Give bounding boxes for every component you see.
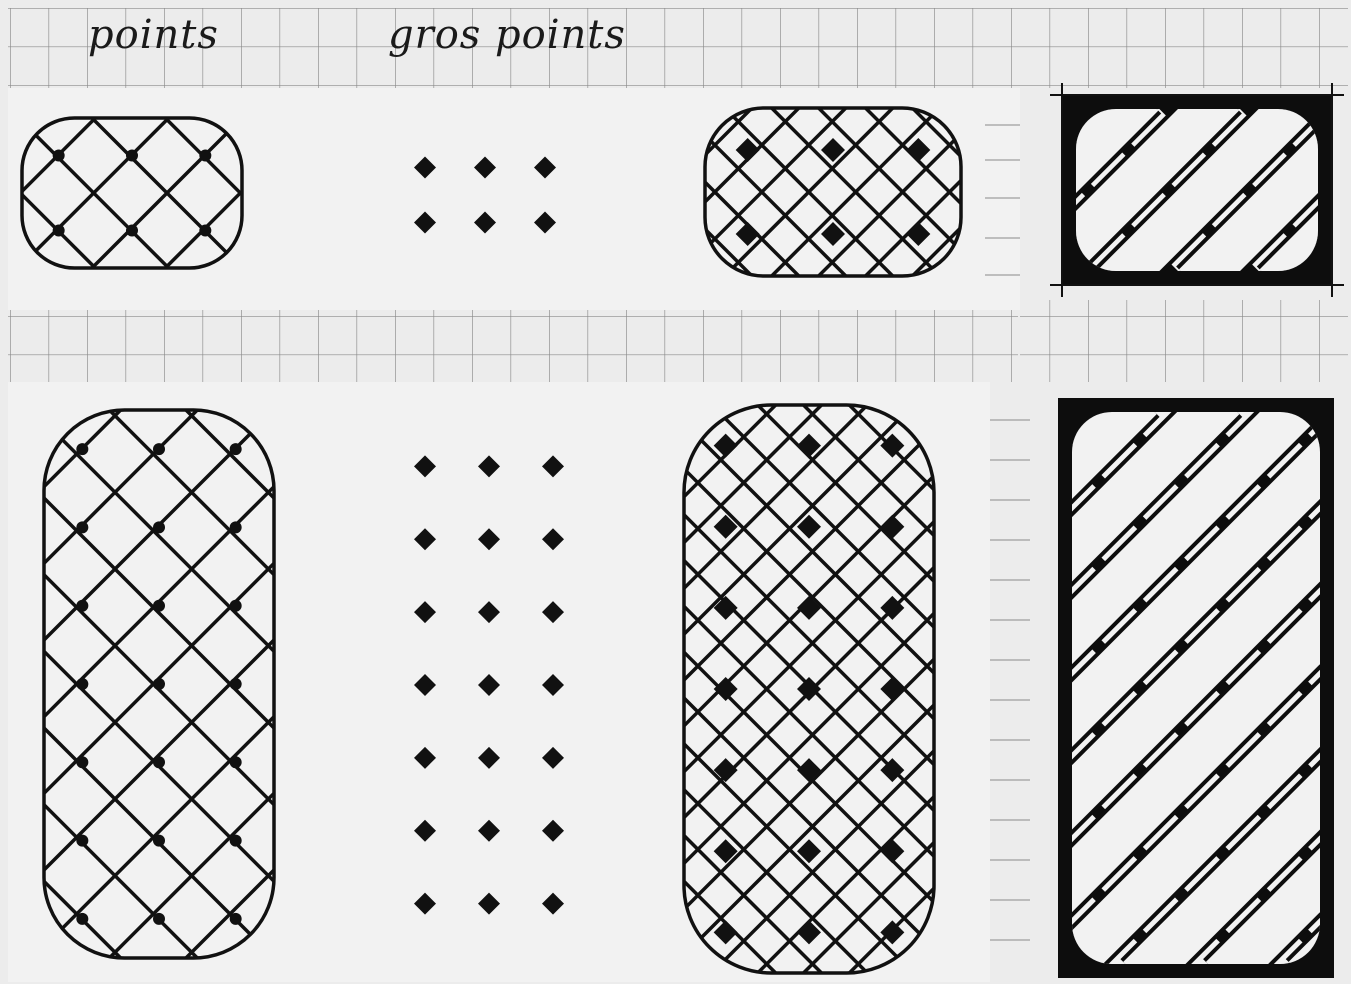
label-gros-points: gros points [388,12,626,58]
dot [126,150,138,162]
dot [76,913,88,925]
dot [153,756,165,768]
dot [153,913,165,925]
dot [76,835,88,847]
dot [153,443,165,455]
dot [230,913,242,925]
dot [199,225,211,237]
dot [153,678,165,690]
dot [199,150,211,162]
dot [76,756,88,768]
dot [53,150,65,162]
label-points: points [88,12,219,58]
dot [153,835,165,847]
dot [153,521,165,533]
dot [76,521,88,533]
dot [126,225,138,237]
dot [76,600,88,612]
dot [230,678,242,690]
dot [76,443,88,455]
dot [53,225,65,237]
dot [230,835,242,847]
dot [230,443,242,455]
dot [230,521,242,533]
grid-strip-right [1020,300,1348,382]
dot [230,756,242,768]
grid-strip-middle [8,310,1018,382]
dot [153,600,165,612]
dot [76,678,88,690]
dot [230,600,242,612]
